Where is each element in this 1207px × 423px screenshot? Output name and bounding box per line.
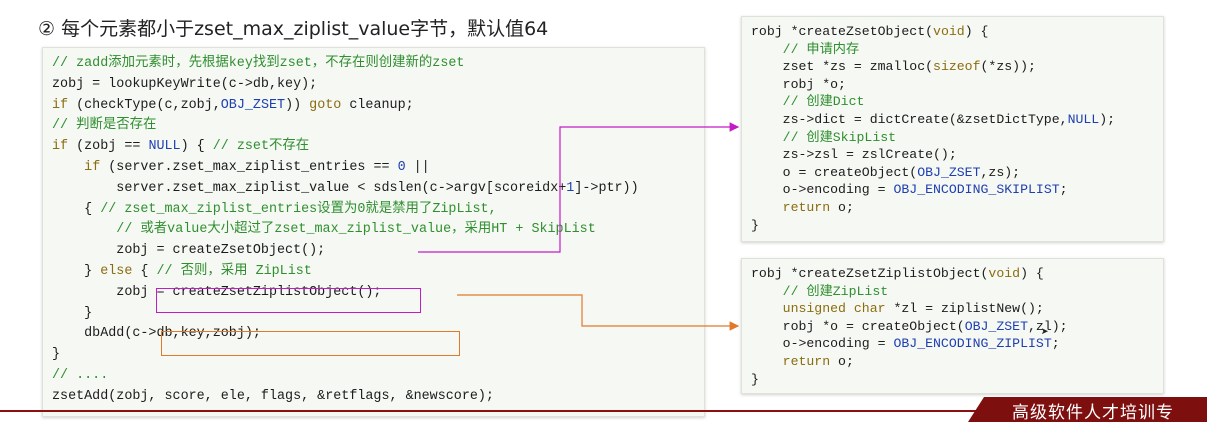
create-zset-object-code-line: }	[751, 217, 759, 233]
zadd-code-line: if (zobj == NULL) { // zset不存在	[52, 139, 310, 155]
create-zset-object-code-line: zs->dict = dictCreate(&zsetDictType,NULL…	[751, 111, 1116, 127]
create-zset-object-panel: robj *createZsetObject(void) { // 申请内存 z…	[741, 16, 1164, 242]
create-zset-object-code-line: return o;	[782, 199, 854, 215]
section-heading: ② 每个元素都小于zset_max_ziplist_value字节，默认值64	[38, 18, 549, 40]
arrow-to-create-zset-ziplist-object	[457, 294, 740, 331]
zadd-code-line: { // zset_max_ziplist_entries设置为0就是禁用了Zi…	[52, 201, 497, 217]
zadd-code-line: server.zset_max_ziplist_value < sdslen(c…	[52, 180, 639, 196]
zadd-code-line: zsetAdd(zobj, score, ele, flags, &retfla…	[52, 388, 494, 404]
create-zset-object-code-line: robj *o;	[751, 76, 846, 92]
zadd-code-block: // zadd添加元素时，先根据key找到zset，不存在则创建新的zset zo…	[52, 54, 639, 408]
zadd-code-line: // 或者value大小超过了zset_max_ziplist_value，采用…	[116, 222, 596, 238]
create-zset-ziplist-object-code-line: robj *o = createObject(OBJ_ZSET,zl);	[751, 318, 1068, 334]
create-zset-object-code-line: o = createObject(OBJ_ZSET,zs);	[751, 164, 1021, 180]
create-zset-ziplist-object-code: robj *createZsetZiplistObject(void) { //…	[751, 265, 1068, 388]
arrow-to-create-zset-object	[418, 122, 740, 253]
create-zset-object-code-line: zs->zsl = zslCreate();	[751, 147, 957, 163]
banner-rule	[0, 410, 1207, 412]
create-zset-ziplist-object-code-line: o->encoding = OBJ_ENCODING_ZIPLIST;	[751, 336, 1060, 352]
zadd-code-line: }	[52, 305, 93, 321]
zadd-code-line: zobj = lookupKeyWrite(c->db,key);	[52, 76, 318, 92]
create-zset-ziplist-object-code-line: // 创建ZipList	[782, 283, 889, 299]
create-zset-object-code: robj *createZsetObject(void) { // 申请内存 z…	[751, 23, 1115, 234]
zadd-code-line: // ....	[52, 367, 109, 383]
create-zset-ziplist-object-panel: robj *createZsetZiplistObject(void) { //…	[741, 258, 1164, 394]
create-zset-ziplist-object-code-line: unsigned char *zl = ziplistNew();	[782, 301, 1044, 317]
zadd-code-panel: // zadd添加元素时，先根据key找到zset，不存在则创建新的zset zo…	[42, 47, 705, 417]
brand-banner	[968, 397, 1207, 422]
zadd-code-line: }	[52, 347, 61, 363]
zadd-code-line: zobj = createZsetObject();	[52, 243, 326, 259]
create-zset-ziplist-object-code-line: }	[751, 371, 759, 387]
zadd-code-line: // 判断是否存在	[52, 118, 157, 134]
create-zset-object-code-line: o->encoding = OBJ_ENCODING_SKIPLIST;	[751, 182, 1068, 198]
zadd-code-line: // zadd添加元素时，先根据key找到zset，不存在则创建新的zset	[52, 56, 465, 71]
create-zset-object-code-line: // 创建SkipList	[782, 129, 897, 145]
brand-banner-text: 高级软件人才培训专	[1012, 403, 1174, 423]
create-zset-object-code-line: robj *createZsetObject(void) {	[751, 24, 989, 39]
create-zset-ziplist-object-code-line: robj *createZsetZiplistObject(void) {	[751, 266, 1044, 281]
create-zset-object-code-line: // 创建Dict	[782, 94, 865, 110]
create-zset-object-code-line: // 申请内存	[782, 41, 860, 57]
zadd-code-line: if (server.zset_max_ziplist_entries == 0…	[84, 159, 430, 175]
create-zset-object-highlight	[156, 288, 421, 313]
zadd-code-line: } else { // 否则，采用 ZipList	[52, 263, 312, 279]
zadd-code-line: dbAdd(c->db,key,zobj);	[52, 326, 261, 342]
create-zset-ziplist-object-code-line: return o;	[782, 353, 854, 369]
mouse-cursor-icon: ➤	[1041, 325, 1049, 340]
zadd-code-line: if (checkType(c,zobj,OBJ_ZSET)) goto cle…	[52, 97, 414, 113]
create-zset-object-code-line: zset *zs = zmalloc(sizeof(*zs));	[751, 59, 1036, 75]
create-zset-ziplist-object-highlight	[161, 331, 460, 356]
